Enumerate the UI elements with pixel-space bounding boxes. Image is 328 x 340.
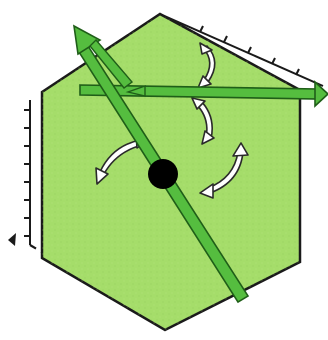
- lower-left-arrowhead: [8, 233, 16, 246]
- center-point: [148, 159, 178, 189]
